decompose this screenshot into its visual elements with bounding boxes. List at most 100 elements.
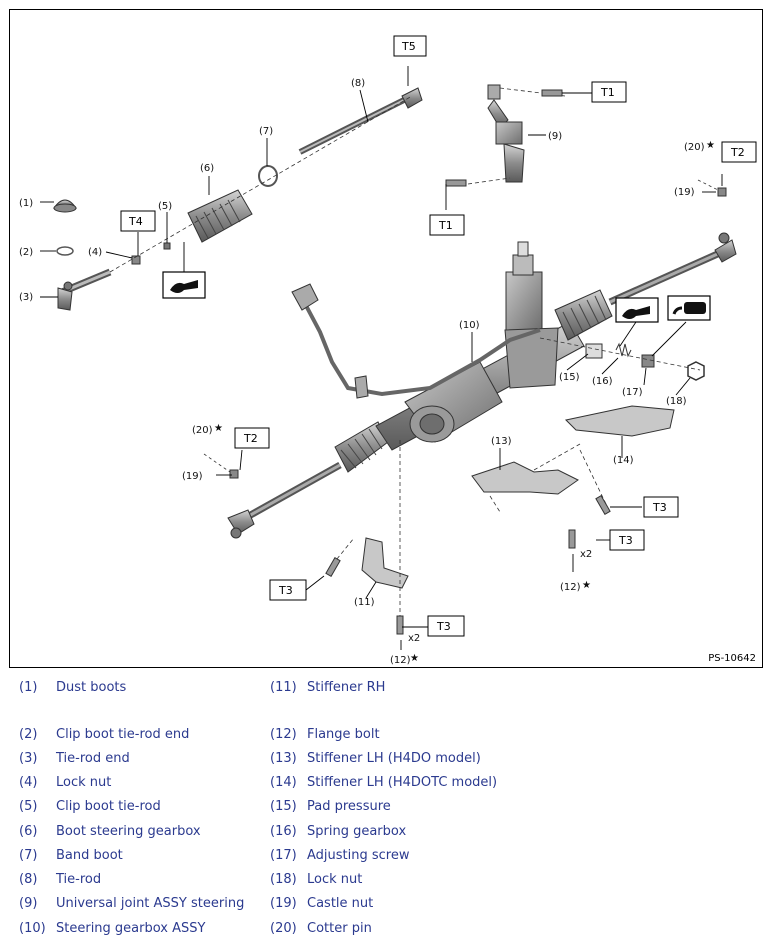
legend-text: Stiffener RH [307, 680, 386, 695]
legend-number: (13) [270, 751, 297, 766]
tie-rod-end-part [57, 268, 112, 311]
document-id: PS-10642 [708, 653, 756, 664]
callout-5: (5) [158, 201, 172, 212]
legend-number: (6) [19, 824, 38, 839]
bolt-t3-left [325, 557, 341, 577]
callout-9: (9) [548, 131, 562, 142]
torque-boxes: T5 T1 T1 T2 T2 T4 T3 T3 T3 T3 [120, 35, 757, 637]
legend-number: (18) [270, 872, 297, 887]
torque-t1: T1 [600, 86, 615, 99]
legend-number: (3) [19, 751, 38, 766]
legend-text: Clip boot tie-rod end [56, 727, 190, 742]
legend-number: (2) [19, 727, 38, 742]
callout-8: (8) [351, 78, 365, 89]
torque-t2: T2 [730, 146, 745, 159]
multiplier-x2: x2 [408, 633, 420, 644]
legend-text: Steering gearbox ASSY [56, 921, 206, 936]
torque-t3: T3 [278, 584, 293, 597]
star-icon: ★ [706, 140, 715, 151]
right-boot [554, 289, 613, 341]
stiffener-lh-h4dotc-part [564, 405, 675, 437]
bolt-t3-right-lower [568, 529, 576, 549]
torque-t1: T1 [438, 219, 453, 232]
callout-7: (7) [259, 126, 273, 137]
callout-13: (13) [491, 436, 512, 447]
steering-gearbox-assy [227, 232, 737, 539]
clip-boot-tie-rod-part [163, 242, 171, 250]
legend-text: Pad pressure [307, 799, 391, 814]
legend-number: (14) [270, 775, 297, 790]
callout-labels: (1) (2) (3) (4) (5) (6) (7) (8) (9) (10)… [19, 78, 705, 666]
callout-16: (16) [592, 376, 613, 387]
legend-number: (7) [19, 848, 38, 863]
legend-number: (4) [19, 775, 38, 790]
lock-nut-18-part [687, 361, 705, 381]
parts-legend: (1) Dust boots (2) Clip boot tie-rod end… [0, 674, 773, 945]
stiffener-rh-part [361, 537, 409, 589]
callout-18: (18) [666, 396, 687, 407]
callout-20b: (20) [192, 425, 213, 436]
castle-nut-left [229, 469, 239, 479]
universal-joint-part [487, 84, 525, 183]
bolt-t3-right-upper [595, 495, 611, 515]
callout-3: (3) [19, 292, 33, 303]
fluid-icon-right-2 [667, 295, 711, 321]
legend-number: (20) [270, 921, 297, 936]
callout-2: (2) [19, 247, 33, 258]
callout-1: (1) [19, 198, 33, 209]
legend-number: (16) [270, 824, 297, 839]
legend-number: (12) [270, 727, 297, 742]
callout-17: (17) [622, 387, 643, 398]
legend-text: Dust boots [56, 680, 127, 695]
castle-nut-right [717, 187, 727, 197]
grease-icon-right-1 [615, 297, 659, 323]
legend-text: Universal joint ASSY steering [56, 896, 245, 911]
legend-text: Tie-rod end [56, 751, 130, 766]
torque-t3: T3 [436, 620, 451, 633]
legend-text: Tie-rod [56, 872, 102, 887]
legend-text: Band boot [56, 848, 123, 863]
callout-20a: (20) [684, 142, 705, 153]
legend-text: Clip boot tie-rod [56, 799, 161, 814]
torque-t4: T4 [128, 215, 143, 228]
torque-t3: T3 [618, 534, 633, 547]
callout-12a: (12) [560, 582, 581, 593]
dust-boot-part [53, 199, 77, 213]
callout-11: (11) [354, 597, 375, 608]
star-icon: ★ [582, 580, 591, 591]
torque-t5: T5 [401, 40, 416, 53]
callout-19b: (19) [182, 471, 203, 482]
callout-12b: (12) [390, 655, 411, 666]
legend-text: Boot steering gearbox [56, 824, 201, 839]
callout-14: (14) [613, 455, 634, 466]
adjusting-screw-part [641, 354, 655, 368]
legend-number: (8) [19, 872, 38, 887]
exploded-diagram: (1) (2) (3) (4) (5) (6) (7) (8) (9) (10)… [9, 9, 763, 668]
callout-19a: (19) [674, 187, 695, 198]
torque-t3: T3 [652, 501, 667, 514]
stiffener-lh-h4do-part [471, 461, 579, 495]
legend-number: (17) [270, 848, 297, 863]
boot-steering-gearbox-part [187, 189, 253, 243]
star-icon: ★ [214, 423, 223, 434]
legend-number: (9) [19, 896, 38, 911]
grease-icon-left [162, 271, 206, 299]
legend-text: Cotter pin [307, 921, 372, 936]
multiplier-x2: x2 [580, 549, 592, 560]
band-boot-part [258, 165, 278, 187]
legend-text: Stiffener LH (H4DOTC model) [307, 775, 498, 790]
legend-number: (19) [270, 896, 297, 911]
legend-number: (10) [19, 921, 46, 936]
legend-text: Adjusting screw [307, 848, 410, 863]
callout-10: (10) [459, 320, 480, 331]
star-marks: ★ ★ ★ ★ [214, 140, 715, 664]
lock-nut-part [131, 255, 141, 265]
torque-t2: T2 [243, 432, 258, 445]
legend-text: Lock nut [307, 872, 363, 887]
legend-number: (5) [19, 799, 38, 814]
legend-number: (11) [270, 680, 297, 695]
legend-number: (1) [19, 680, 38, 695]
callout-15: (15) [559, 372, 580, 383]
bolt-t3-bottom [396, 615, 404, 635]
legend-number: (15) [270, 799, 297, 814]
